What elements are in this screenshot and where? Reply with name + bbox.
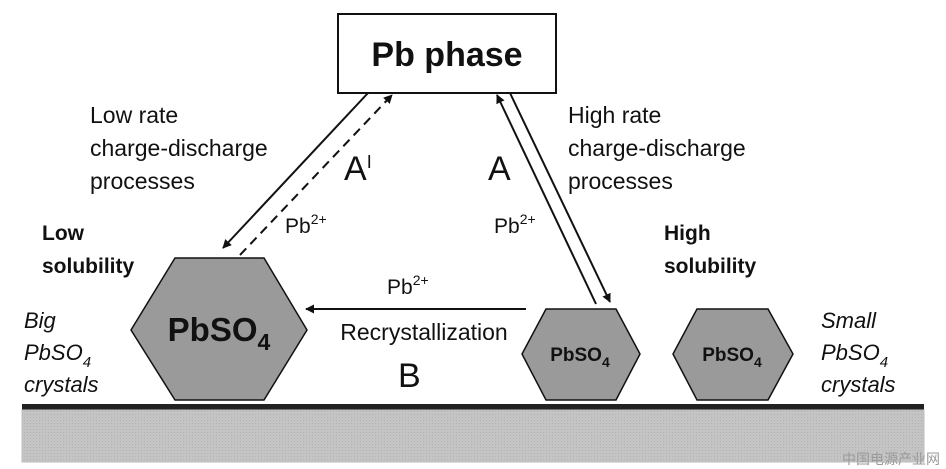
small-caption-line-3: crystals: [821, 372, 896, 397]
arrow-discharge-low: [222, 92, 369, 249]
left-process-text: Low rate charge-discharge processes: [90, 102, 268, 194]
substrate-body: [21, 409, 925, 463]
arrow-a: [496, 92, 611, 305]
big-pbso4-crystal: PbSO4: [130, 257, 308, 401]
substrate: [21, 404, 925, 463]
small-caption-line-2: PbSO4: [821, 340, 888, 371]
low-solubility-label: Low solubility: [42, 222, 134, 278]
small-pbso4-crystal-2: PbSO4: [672, 308, 794, 401]
label-a: A: [488, 150, 511, 188]
big-caption-line-2: PbSO4: [24, 340, 91, 371]
left-process-line-2: charge-discharge: [90, 135, 268, 161]
arrow-discharge-high: [509, 92, 611, 303]
recrystallization-label: Recrystallization: [340, 319, 507, 345]
big-caption-line-1: Big: [24, 308, 57, 333]
left-process-line-1: Low rate: [90, 102, 178, 128]
small-crystals-caption: Small PbSO4 crystals: [821, 308, 896, 397]
label-a-prime: AI: [344, 150, 372, 188]
ion-label-center: Pb2+: [387, 272, 429, 299]
arrow-charge-high: [496, 94, 597, 305]
small-crystal-1-label: PbSO4: [550, 345, 610, 370]
right-process-text: High rate charge-discharge processes: [568, 102, 746, 194]
pb-phase-box: Pb phase: [337, 13, 557, 94]
ion-label-right: Pb2+: [494, 211, 536, 238]
label-b: B: [398, 357, 421, 395]
small-caption-line-1: Small: [821, 308, 877, 333]
big-crystal-label: PbSO4: [168, 311, 271, 355]
low-solubility-line-2: solubility: [42, 255, 134, 278]
arrow-a-prime: [222, 92, 393, 256]
watermark: 中国电源产业网: [842, 451, 940, 467]
high-solubility-line-1: High: [664, 222, 711, 245]
big-caption-line-3: crystals: [24, 372, 99, 397]
right-process-line-3: processes: [568, 168, 673, 194]
right-process-line-2: charge-discharge: [568, 135, 746, 161]
low-solubility-line-1: Low: [42, 222, 85, 245]
small-crystal-2-label: PbSO4: [702, 345, 762, 370]
ion-label-left: Pb2+: [285, 211, 327, 238]
arrow-charge-low-dashed: [239, 94, 393, 256]
right-process-line-1: High rate: [568, 102, 661, 128]
small-pbso4-crystal-1: PbSO4: [521, 308, 641, 401]
pb-phase-label: Pb phase: [371, 36, 522, 74]
high-solubility-label: High solubility: [664, 222, 756, 278]
substrate-top-line: [22, 404, 924, 410]
high-solubility-line-2: solubility: [664, 255, 756, 278]
big-crystals-caption: Big PbSO4 crystals: [24, 308, 99, 397]
left-process-line-3: processes: [90, 168, 195, 194]
